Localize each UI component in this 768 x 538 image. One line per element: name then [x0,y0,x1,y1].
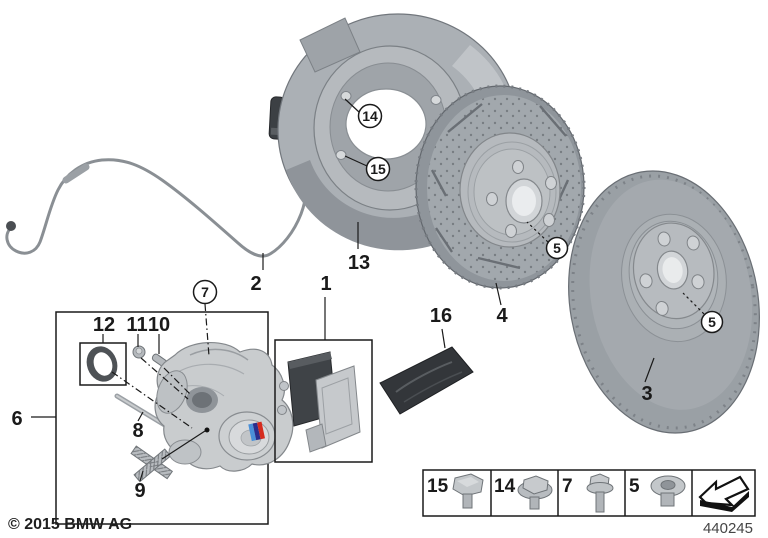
shield-bolt-hole [430,95,442,105]
callout-4[interactable]: 4 [496,305,508,327]
brake-pads-box [274,339,373,463]
disc-vent-edge [414,84,586,290]
callout-8[interactable]: 8 [132,420,143,442]
cap-nut [132,345,146,359]
piston-seal [86,346,118,382]
callout-5-disc-4[interactable]: 5 [545,236,569,260]
brake-caliper [154,341,294,472]
callout-16[interactable]: 16 [430,305,452,327]
callout-9[interactable]: 9 [134,480,145,502]
callout-10[interactable]: 10 [148,314,170,336]
shield-bolt-hole [335,150,347,160]
disc-lug-holes [639,231,705,316]
leader-lines [31,98,705,482]
diagram-number: 440245 [703,520,753,537]
callout-5-label: 5 [708,314,716,330]
cable-grommet [6,221,16,231]
anti-rattle-spring [130,445,174,483]
callout-2[interactable]: 2 [250,273,261,295]
cable-sleeve [62,163,90,184]
legend-cell-14[interactable]: 14 [494,475,553,510]
legend-cell-5[interactable]: 5 [629,475,686,507]
callout-7[interactable]: 7 [192,279,218,305]
callout-15[interactable]: 15 [365,156,391,182]
flange-hex-bolt-icon [517,475,553,510]
hex-bolt-with-washer-icon [586,473,614,513]
circled-callouts: 14 15 7 5 5 [192,103,724,334]
copyright-text: © 2015 BMW AG [8,516,132,533]
disc-lug-holes [486,160,557,238]
legend-cell-15[interactable]: 15 [427,473,484,509]
legend-label-7: 7 [562,476,573,497]
legend-label-15: 15 [427,476,449,497]
legend-cell-7[interactable]: 7 [562,473,614,513]
callout-12[interactable]: 12 [93,314,115,336]
legend-table: 15 14 7 5 [422,469,756,517]
brake-pads [277,351,361,453]
m-badge [248,421,265,442]
leader-dot [204,427,210,433]
callout-11[interactable]: 11 [126,314,147,336]
brake-pad-wear-sensor [5,96,308,258]
callout-14-label: 14 [362,108,378,124]
legend-cell-arrow[interactable] [698,475,750,512]
disc-dimples [427,95,582,281]
brake-disc [568,170,760,434]
brake-disc-sport [414,84,586,290]
grease-packet [379,346,474,415]
sensor-cable [5,135,308,258]
callout-13[interactable]: 13 [348,252,370,274]
callout-labels: 13 2 1 16 4 3 6 12 11 10 8 9 [11,252,652,502]
callout-14[interactable]: 14 [357,103,383,129]
legend-label-14: 14 [494,476,516,497]
callout-7-label: 7 [201,284,209,300]
callout-1[interactable]: 1 [320,273,331,295]
callout-3[interactable]: 3 [641,383,652,405]
legend-label-5: 5 [629,476,640,497]
shield-center-hole [345,88,427,160]
shield-flange [286,160,452,251]
callout-5-disc-3[interactable]: 5 [700,310,724,334]
callout-15-label: 15 [370,161,386,177]
direction-arrow-icon [698,475,750,512]
disc-vent-edge [571,174,757,430]
hex-head-bolt-icon [452,473,484,509]
callout-5-label: 5 [553,240,561,256]
callout-6[interactable]: 6 [11,408,22,430]
countersunk-socket-screw-icon [650,475,686,507]
